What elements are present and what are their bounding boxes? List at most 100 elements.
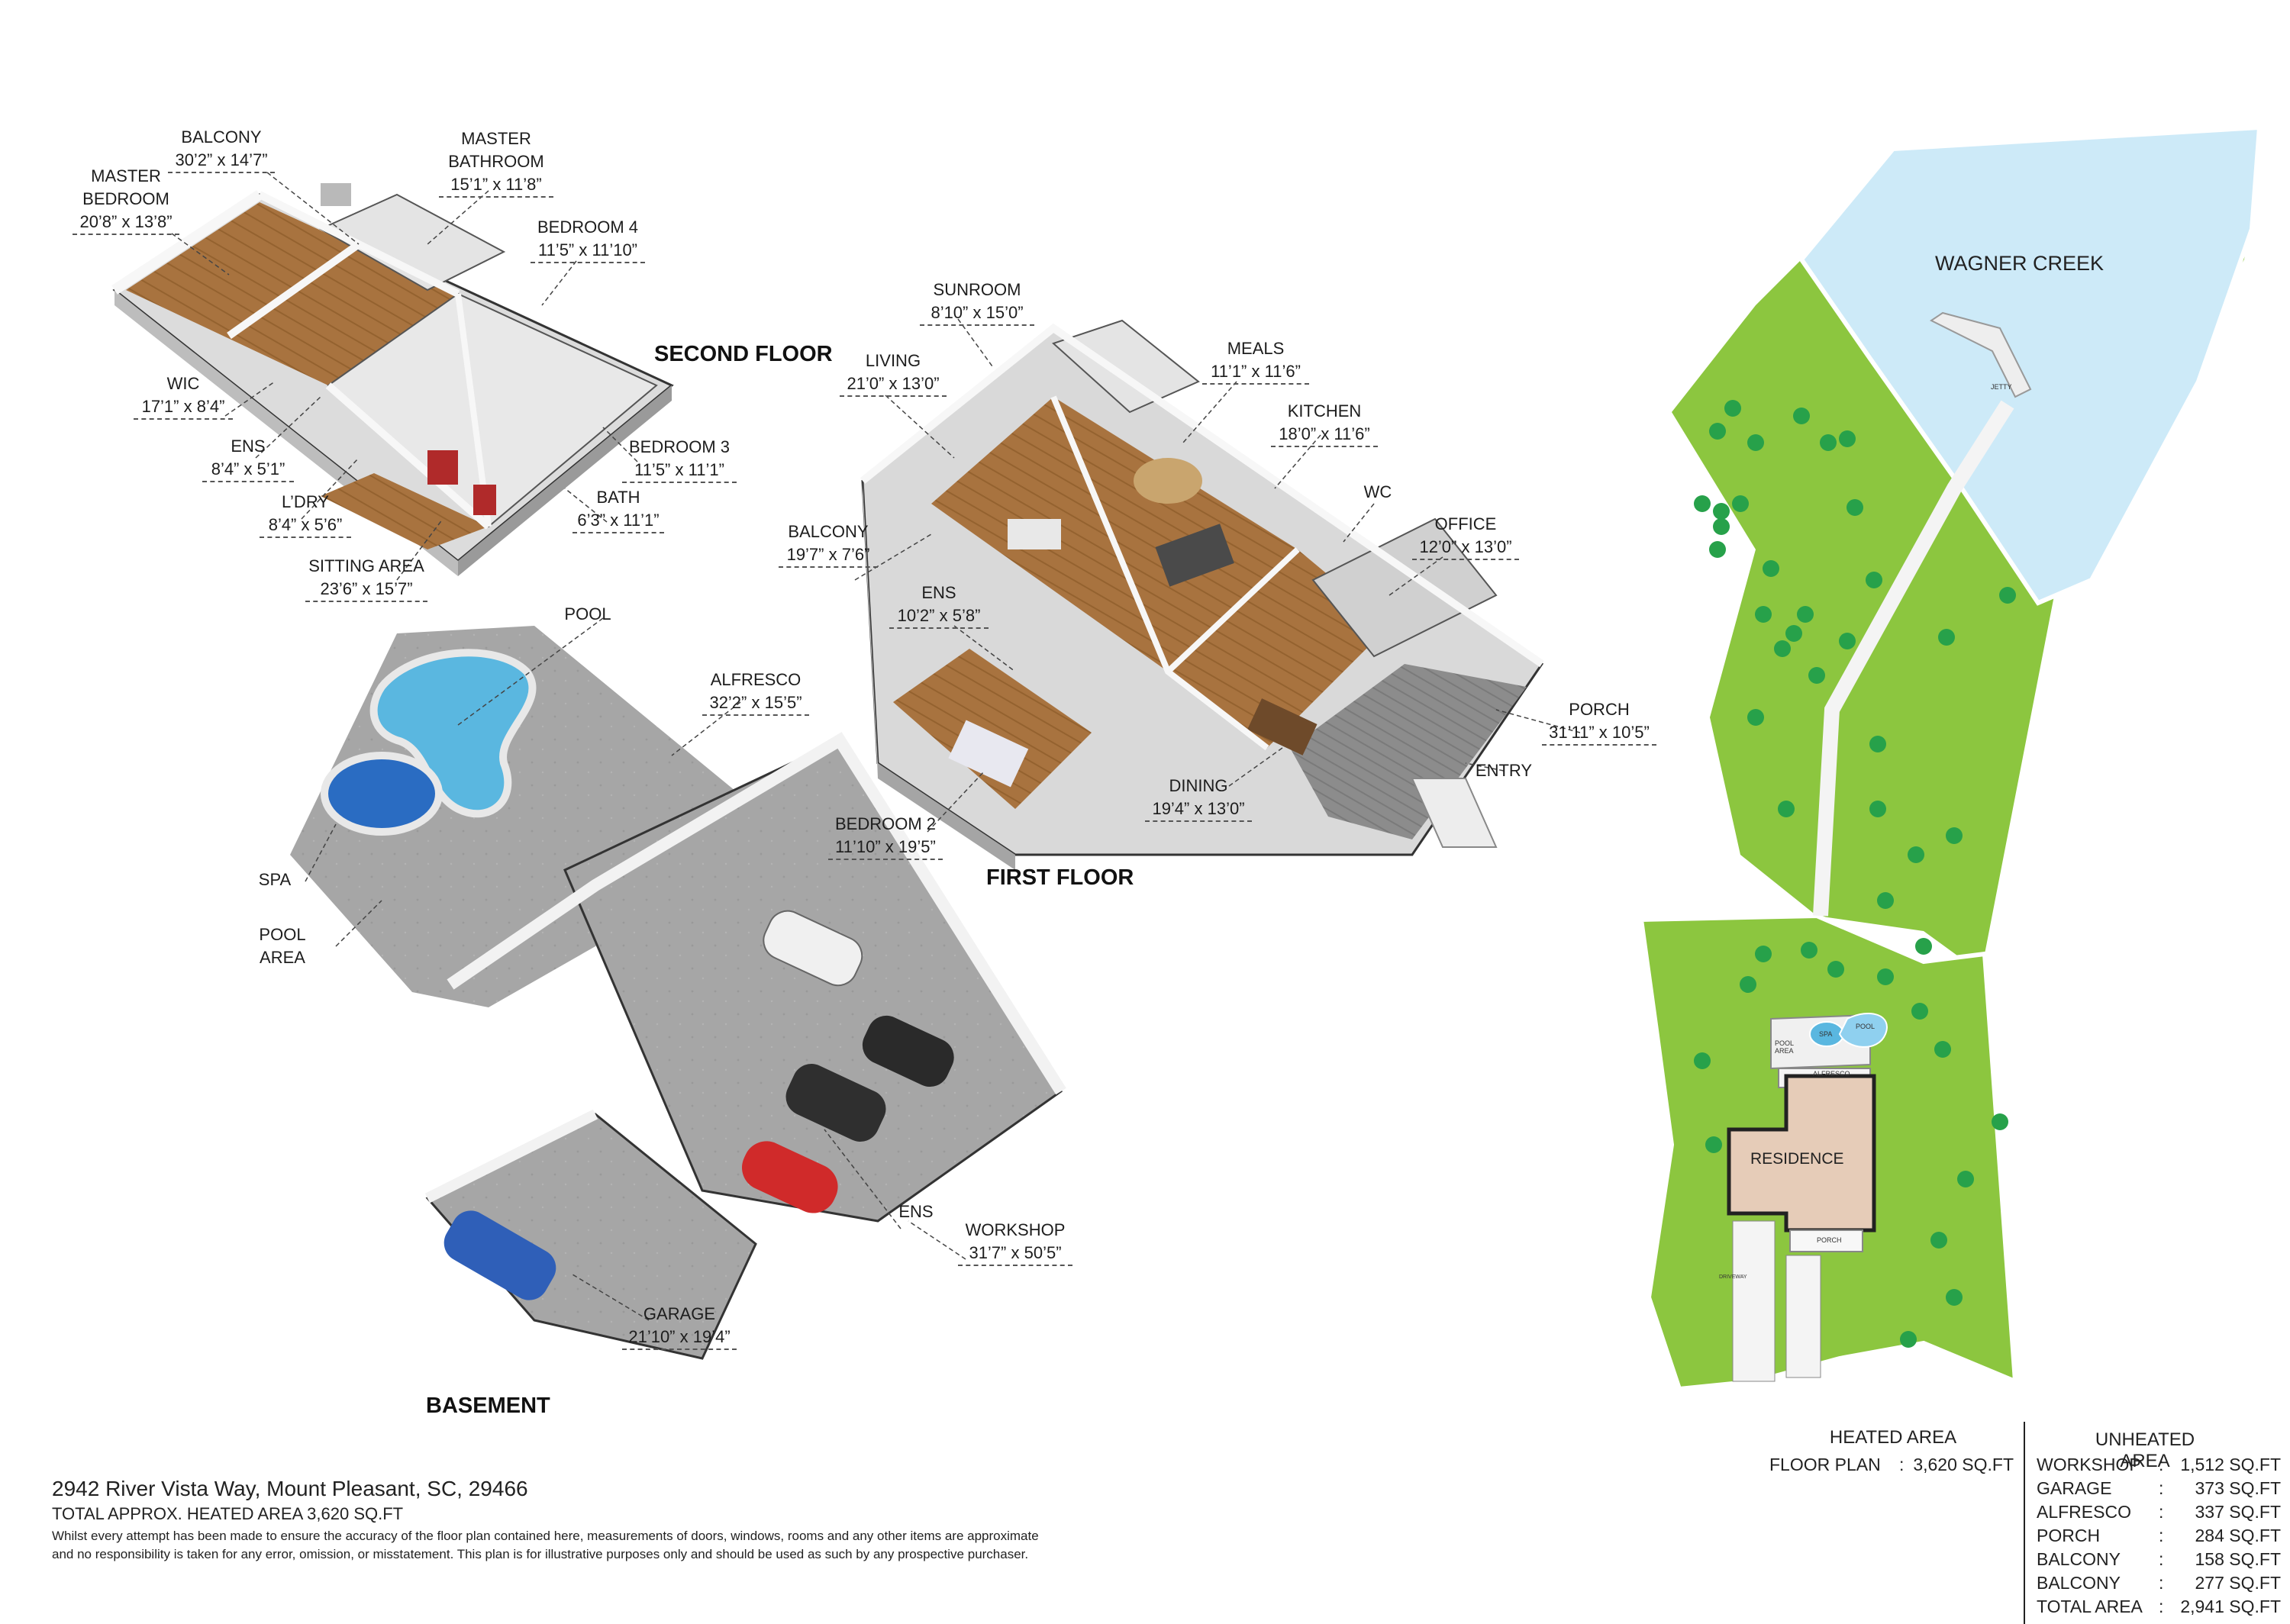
tree-icon — [1694, 495, 1711, 512]
tree-icon — [1877, 968, 1894, 985]
site-label-pool-area: POOL AREA — [1775, 1039, 1794, 1055]
site-label-spa: SPA — [1819, 1030, 1833, 1038]
tree-icon — [1797, 606, 1814, 623]
tree-icon — [1713, 518, 1730, 535]
tree-icon — [1705, 1136, 1722, 1153]
tree-icon — [1778, 801, 1795, 817]
tree-icon — [1908, 846, 1924, 863]
unheated-row-value: 373 SQ.FT — [2195, 1478, 2281, 1498]
first-floor-plan — [860, 319, 1544, 870]
tree-icon — [1900, 1331, 1917, 1348]
tree-icon — [1724, 400, 1741, 417]
heated-row: FLOOR PLAN : 3,620 SQ.FT — [1769, 1455, 2014, 1477]
unheated-row-name: BALCONY — [2037, 1573, 2121, 1593]
tree-icon — [1999, 587, 2016, 604]
site-trees — [1694, 400, 2016, 1348]
site-label-alfresco: ALFRESCO — [1813, 1070, 1850, 1078]
tree-icon — [1774, 640, 1791, 657]
heated-area-title: HEATED AREA — [1829, 1427, 1957, 1448]
heated-row-sep: : — [1899, 1455, 1905, 1474]
tree-icon — [1740, 976, 1756, 993]
unheated-row-name: WORKSHOP — [2037, 1455, 2141, 1474]
unheated-row: PORCH: 284 SQ.FT — [2037, 1526, 2281, 1548]
tree-icon — [1785, 625, 1802, 642]
room-label-spa: SPA — [258, 870, 292, 889]
tree-icon — [1938, 629, 1955, 646]
unheated-row-value: 277 SQ.FT — [2195, 1573, 2281, 1593]
unheated-row: GARAGE:373 SQ.FT — [2037, 1478, 2281, 1501]
tree-icon — [1930, 1232, 1947, 1249]
tree-icon — [1801, 942, 1817, 959]
unheated-row-sep: : — [2159, 1573, 2164, 1593]
unheated-row-name: PORCH — [2037, 1526, 2101, 1545]
unheated-row-name: TOTAL AREA — [2037, 1597, 2143, 1616]
room-label-wc: WC — [1363, 482, 1392, 501]
unheated-row-name: ALFRESCO — [2037, 1502, 2131, 1522]
tree-icon — [1839, 430, 1856, 447]
site-label-pool: POOL — [1856, 1023, 1876, 1030]
unheated-row: BALCONY:158 SQ.FT — [2037, 1549, 2281, 1572]
tree-icon — [1747, 434, 1764, 451]
tree-icon — [1747, 709, 1764, 726]
tree-icon — [1866, 572, 1882, 588]
tree-icon — [1877, 892, 1894, 909]
tree-icon — [1763, 560, 1779, 577]
total-heated-area: TOTAL APPROX. HEATED AREA 3,620 SQ.FT — [52, 1504, 404, 1523]
heated-row-name: FLOOR PLAN — [1769, 1455, 1881, 1474]
unheated-row: ALFRESCO:337 SQ.FT — [2037, 1502, 2281, 1525]
site-label-residence: RESIDENCE — [1750, 1150, 1844, 1168]
unheated-row-sep: : — [2159, 1502, 2164, 1522]
basement-plan — [290, 626, 1066, 1360]
unheated-row-value: 2,941 SQ.FT — [2180, 1597, 2281, 1616]
unheated-row-value: 158 SQ.FT — [2195, 1549, 2281, 1569]
unheated-row-sep: : — [2159, 1526, 2164, 1545]
tree-icon — [1915, 938, 1932, 955]
tree-icon — [1847, 499, 1863, 516]
site-label-creek: WAGNER CREEK — [1935, 252, 2105, 275]
heated-row-value: 3,620 SQ.FT — [1913, 1455, 2014, 1474]
unheated-row: TOTAL AREA:2,941 SQ.FT — [2037, 1597, 2281, 1619]
tree-icon — [1957, 1171, 1974, 1187]
tree-icon — [1732, 495, 1749, 512]
unheated-row-sep: : — [2159, 1455, 2164, 1474]
tree-icon — [1869, 801, 1886, 817]
second-floor-plan — [111, 183, 674, 576]
unheated-row-sep: : — [2159, 1597, 2164, 1616]
tree-icon — [1911, 1003, 1928, 1020]
second-floor-title: SECOND FLOOR — [654, 342, 833, 366]
tree-icon — [1946, 1289, 1963, 1306]
unheated-row-name: BALCONY — [2037, 1549, 2121, 1569]
unheated-area-title: UNHEATED AREA — [2095, 1429, 2195, 1471]
tree-icon — [1793, 408, 1810, 424]
tree-icon — [1709, 423, 1726, 440]
first-floor-title: FIRST FLOOR — [986, 865, 1134, 890]
room-label-pool-area: POOL AREA — [259, 925, 306, 967]
room-label-pool: POOL — [564, 604, 611, 624]
unheated-row: BALCONY: 277 SQ.FT — [2037, 1573, 2281, 1596]
unheated-row-value: 284 SQ.FT — [2195, 1526, 2281, 1545]
table-divider — [2024, 1422, 2025, 1624]
tree-icon — [1713, 503, 1730, 520]
tree-icon — [1755, 946, 1772, 962]
site-plan — [1638, 124, 2263, 1392]
